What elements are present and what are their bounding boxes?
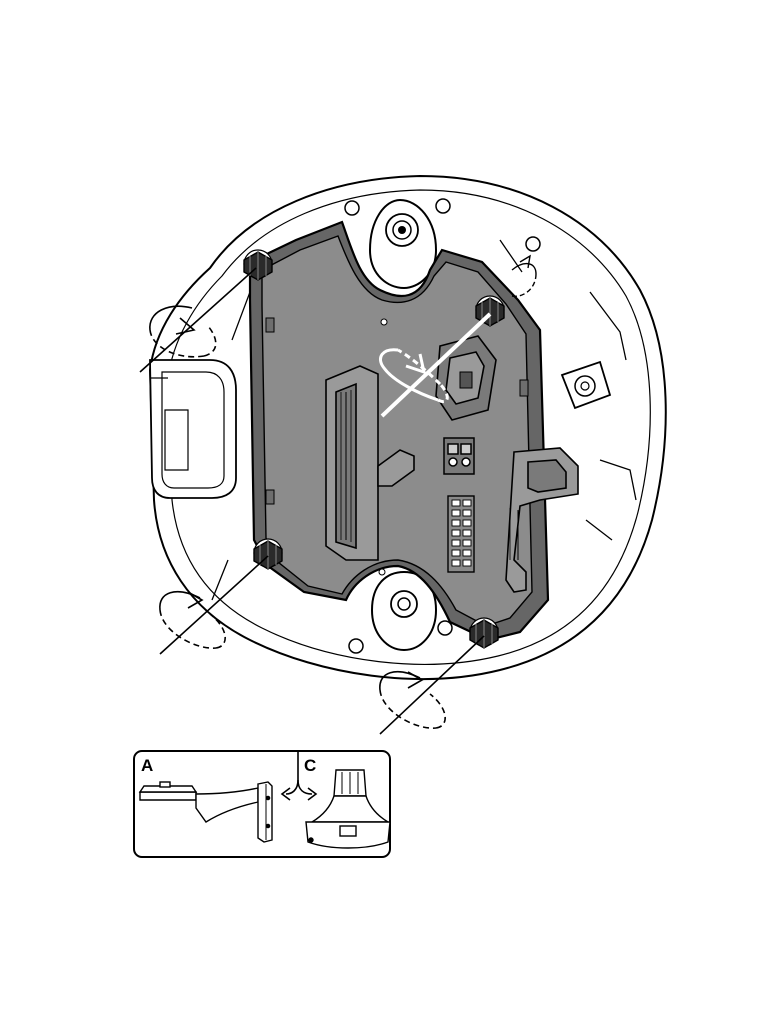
captive-screw-bottom-right bbox=[469, 617, 499, 649]
pendant-mount-icon bbox=[305, 769, 391, 849]
rotate-arrow-icon bbox=[511, 254, 537, 297]
housing-ribs bbox=[211, 239, 637, 601]
edge-connector bbox=[325, 365, 415, 561]
power-terminal bbox=[443, 437, 475, 475]
rotate-arrow-icon bbox=[159, 555, 269, 655]
inset-label-c: C bbox=[304, 756, 316, 775]
rotate-arrow-icon bbox=[139, 267, 257, 373]
wall-mount-bracket-icon bbox=[138, 781, 273, 843]
io-terminal-strip bbox=[447, 495, 475, 573]
inset-label-a: A bbox=[141, 756, 153, 775]
network-connector bbox=[435, 335, 497, 421]
top-mounting-boss bbox=[368, 198, 438, 290]
right-side-boss bbox=[560, 360, 612, 410]
rotate-arrow-icon bbox=[379, 312, 492, 418]
inset-panel: A C bbox=[133, 750, 391, 858]
left-handle bbox=[149, 359, 237, 499]
bottom-mounting-boss bbox=[370, 570, 438, 652]
rotate-arrow-icon bbox=[379, 635, 485, 735]
side-connector bbox=[505, 447, 579, 593]
